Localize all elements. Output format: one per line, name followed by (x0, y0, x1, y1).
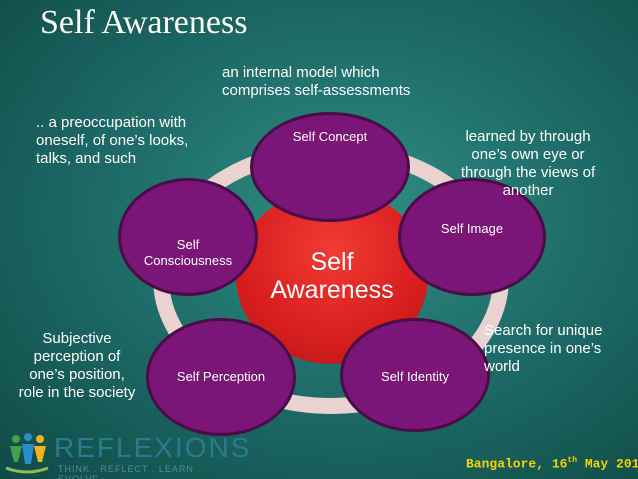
footer-date-main: Bangalore, 16 (466, 456, 568, 472)
node-self-image-label: Self Image (440, 221, 504, 236)
node-self-consciousness-label-line2: Consciousness (143, 253, 233, 268)
annotation-line: another (502, 182, 554, 199)
annotation-line: .. a preoccupation with (36, 114, 187, 131)
node-self-perception: Self Perception (146, 318, 296, 436)
center-label-line2: Awareness (270, 276, 394, 304)
annotation-line: through the views of (460, 164, 596, 181)
annotation-line: one’s own eye or (471, 146, 585, 163)
node-self-identity: Self Identity (340, 318, 490, 432)
annotation-line: perception of (33, 348, 121, 365)
annotation-line: role in the society (18, 384, 136, 401)
annotation-line: learned by through (465, 128, 591, 145)
logo-tagline: THINK . REFLECT . LEARN . EVOLVE (58, 464, 201, 479)
people-logo-icon (5, 433, 49, 474)
annotation-self-image: learned by through one’s own eye or thro… (448, 128, 608, 200)
annotation-line: world (484, 358, 520, 375)
annotation-self-concept: an internal model which comprises self-a… (222, 64, 410, 100)
annotation-line: Search for unique (484, 322, 603, 339)
logo-wordmark: REFLEXIONS (54, 432, 252, 463)
node-self-identity-label: Self Identity (381, 369, 449, 384)
node-self-image: Self Image (398, 178, 546, 296)
node-self-consciousness-label-line1: Self (176, 237, 200, 252)
footer-date: Bangalore, 16th May 2012 (466, 456, 638, 471)
node-self-concept: Self Concept (250, 112, 410, 222)
center-label-line1: Self (310, 248, 354, 276)
footer-date-rest: May 2012 (584, 456, 638, 472)
annotation-line: Subjective (42, 330, 112, 347)
annotation-line: comprises self-assessments (222, 82, 411, 99)
node-self-concept-label: Self Concept (292, 129, 368, 144)
annotation-line: an internal model which (222, 64, 380, 81)
slide-title: Self Awareness (40, 4, 248, 41)
annotation-line: talks, and such (36, 150, 137, 167)
footer-date-sup: th (567, 456, 578, 465)
node-self-perception-label: Self Perception (176, 369, 266, 384)
annotation-self-identity: Search for unique presence in one’s worl… (484, 322, 602, 376)
annotation-self-consciousness: .. a preoccupation with oneself, of one’… (36, 114, 188, 168)
annotation-self-perception: Subjective perception of one’s position,… (2, 330, 152, 402)
node-self-consciousness: Self Consciousness (118, 178, 258, 296)
reflexions-logo: REFLEXIONS THINK . REFLECT . LEARN . EVO… (4, 430, 249, 479)
annotation-line: oneself, of one’s looks, (36, 132, 189, 149)
annotation-line: one’s position, (29, 366, 125, 383)
annotation-line: presence in one’s (484, 340, 602, 357)
